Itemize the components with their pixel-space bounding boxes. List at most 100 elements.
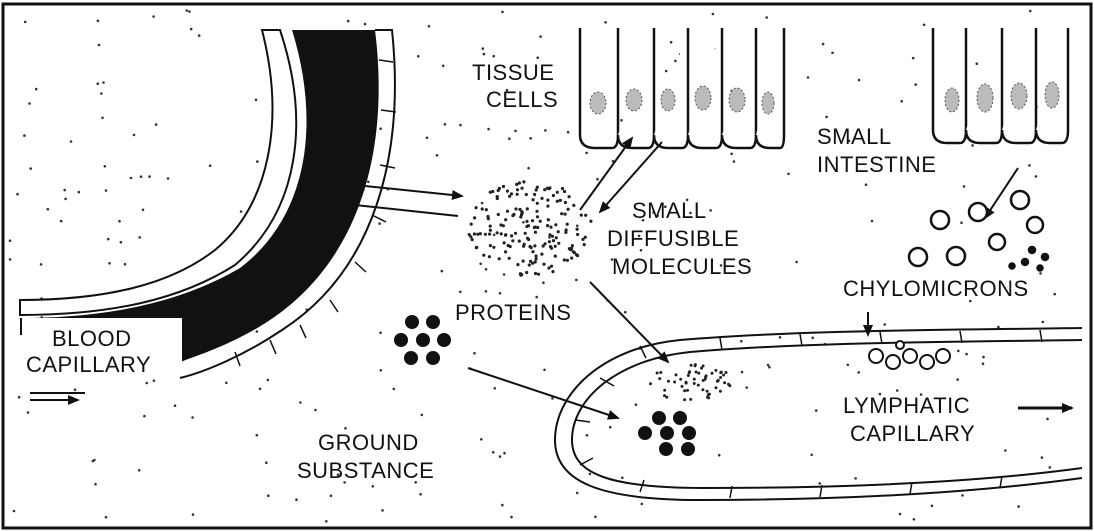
stipple-dot [543, 188, 546, 191]
stipple-dot [723, 381, 726, 384]
stipple-dot [768, 366, 771, 369]
stipple-dot [510, 234, 513, 237]
stipple-dot [133, 134, 136, 137]
stipple-dot [314, 409, 317, 412]
stipple-dot [564, 213, 567, 216]
stipple-dot [97, 82, 100, 85]
stipple-dot [426, 137, 429, 140]
stipple-dot [487, 217, 490, 220]
stipple-dot [417, 55, 420, 58]
stipple-dot [510, 516, 513, 519]
stipple-dot [514, 232, 517, 235]
stipple-dot [604, 21, 607, 24]
stipple-dot [825, 116, 828, 119]
stipple-dot [330, 495, 333, 498]
stipple-dot [442, 65, 445, 68]
stipple-dot [480, 438, 483, 441]
stipple-dot [548, 240, 551, 243]
stipple-dot [499, 292, 502, 295]
stipple-dot [188, 10, 191, 13]
stipple-dot [492, 451, 495, 454]
stipple-dot [473, 216, 476, 219]
stipple-dot [576, 492, 579, 495]
stipple-dot [982, 362, 985, 365]
stipple-dot [143, 415, 146, 418]
stipple-dot [489, 225, 492, 228]
stipple-dot [976, 62, 979, 65]
stipple-dot [810, 454, 813, 457]
stipple-dot [702, 379, 705, 382]
stipple-dot [685, 381, 688, 384]
stipple-dot [580, 214, 583, 217]
stipple-dot [554, 245, 557, 248]
stipple-dot [380, 369, 383, 372]
stipple-dot [522, 180, 525, 183]
label-tissue-cells-2: CELLS [486, 87, 558, 112]
stipple-dot [364, 23, 367, 26]
stipple-dot [568, 195, 571, 198]
stipple-dot [576, 233, 579, 236]
stipple-dot [719, 376, 722, 379]
stipple-dot [479, 232, 482, 235]
stipple-dot [831, 52, 834, 55]
stipple-dot [620, 119, 623, 122]
stipple-dot [47, 208, 50, 211]
stipple-dot [299, 401, 302, 404]
stipple-dot [570, 247, 573, 250]
stipple-dot [963, 185, 966, 188]
stipple-dot [518, 181, 521, 184]
stipple-dot [670, 41, 673, 44]
stipple-dot [681, 385, 684, 388]
stipple-dot [516, 193, 519, 196]
stipple-dot [554, 223, 557, 226]
stipple-dot [583, 243, 586, 246]
stipple-dot [64, 198, 67, 201]
stipple-dot [531, 219, 534, 222]
stipple-dot [965, 353, 968, 356]
stipple-dot [546, 199, 549, 202]
stipple-dot [913, 518, 916, 521]
label-proteins: PROTEINS [455, 300, 571, 325]
stipple-dot [564, 201, 567, 204]
stipple-dot [468, 233, 471, 236]
stipple-dot [571, 244, 574, 247]
stipple-dot [1046, 418, 1049, 421]
stipple-dot [473, 352, 476, 355]
stipple-dot [822, 43, 825, 46]
stipple-dot [547, 266, 550, 269]
stipple-dot [1041, 456, 1044, 459]
stipple-dot [378, 222, 381, 225]
stipple-dot [548, 233, 551, 236]
stipple-dot [498, 257, 501, 260]
stipple-dot [489, 229, 492, 232]
stipple-dot [16, 193, 19, 196]
stipple-dot [546, 205, 549, 208]
label-tissue-cells-1: TISSUE [472, 60, 554, 85]
stipple-dot [535, 296, 538, 299]
stipple-dot [534, 272, 537, 275]
stipple-dot [167, 177, 170, 180]
stipple-dot [544, 129, 547, 132]
stipple-dot [559, 199, 562, 202]
stipple-dot [552, 194, 555, 197]
stipple-dot [554, 255, 557, 258]
stipple-dot [912, 57, 915, 60]
stipple-dot [531, 250, 534, 253]
stipple-dot [481, 202, 484, 205]
stipple-dot [481, 207, 484, 210]
stipple-dot [635, 403, 638, 406]
stipple-dot [459, 124, 462, 127]
stipple-dot [1053, 293, 1056, 296]
stipple-dot [527, 167, 530, 170]
stipple-dot [535, 188, 538, 191]
stipple-dot [900, 100, 903, 103]
stipple-dot [534, 231, 537, 234]
stipple-dot [549, 226, 552, 229]
stipple-dot [547, 218, 550, 221]
stipple-dot [503, 452, 506, 455]
stipple-dot [506, 210, 509, 213]
stipple-dot [641, 503, 644, 506]
stipple-dot [584, 236, 587, 239]
stipple-dot [140, 175, 143, 178]
stipple-dot [722, 374, 725, 377]
